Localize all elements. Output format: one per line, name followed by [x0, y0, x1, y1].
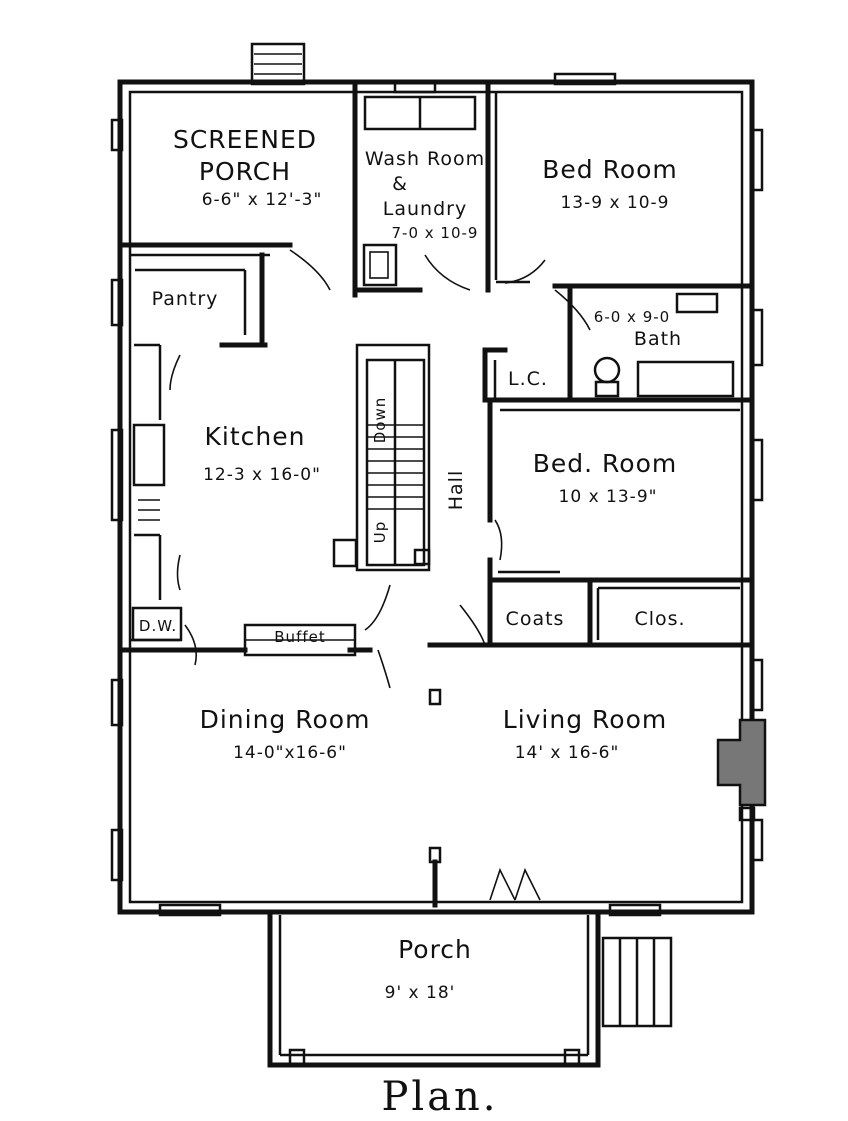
linen-closet-label: L.C. — [508, 368, 548, 390]
clos-label: Clos. — [634, 608, 685, 630]
porch-size: 9' x 18' — [385, 983, 456, 1003]
screened-porch-label-1: SCREENED — [173, 125, 317, 154]
dw-label: D.W. — [139, 617, 177, 635]
pantry-label: Pantry — [152, 288, 219, 310]
plan-title: Plan. — [381, 1074, 498, 1120]
exterior-walls — [110, 72, 764, 917]
bath-label: Bath — [634, 328, 682, 350]
room-labels: SCREENED PORCH 6-6" x 12'-3" Wash Room &… — [139, 125, 685, 1120]
bed-room-2-label: Bed. Room — [533, 449, 678, 478]
living-room-size: 14' x 16-6" — [515, 743, 620, 763]
dining-room-size: 14-0"x16-6" — [233, 743, 347, 763]
chimney-top — [250, 42, 306, 86]
wash-room-amp: & — [392, 173, 408, 195]
dining-room-label: Dining Room — [200, 705, 371, 734]
hall-label: Hall — [445, 470, 467, 511]
bed-room-1-size: 13-9 x 10-9 — [560, 193, 669, 213]
stair-up-label: Up — [371, 521, 389, 544]
living-room-label: Living Room — [503, 705, 667, 734]
porch-label: Porch — [398, 935, 472, 964]
screened-porch-size: 6-6" x 12'-3" — [202, 190, 323, 210]
buffet-label: Buffet — [274, 628, 325, 646]
kitchen-size: 12-3 x 16-0" — [203, 465, 321, 485]
door-swings — [169, 249, 591, 901]
porch — [267, 912, 673, 1068]
wash-room-size: 7-0 x 10-9 — [392, 224, 479, 242]
stair-down-label: Down — [371, 397, 389, 444]
screened-porch-label-2: PORCH — [199, 157, 291, 186]
bed-room-2-size: 10 x 13-9" — [559, 487, 658, 507]
laundry-label: Laundry — [383, 198, 467, 220]
wash-room-label: Wash Room — [365, 148, 485, 170]
fireplace — [716, 718, 767, 807]
bed-room-1-label: Bed Room — [542, 155, 678, 184]
bath-size: 6-0 x 9-0 — [594, 308, 670, 326]
coats-label: Coats — [506, 608, 565, 630]
interior-walls — [117, 82, 767, 908]
kitchen-label: Kitchen — [205, 422, 306, 451]
